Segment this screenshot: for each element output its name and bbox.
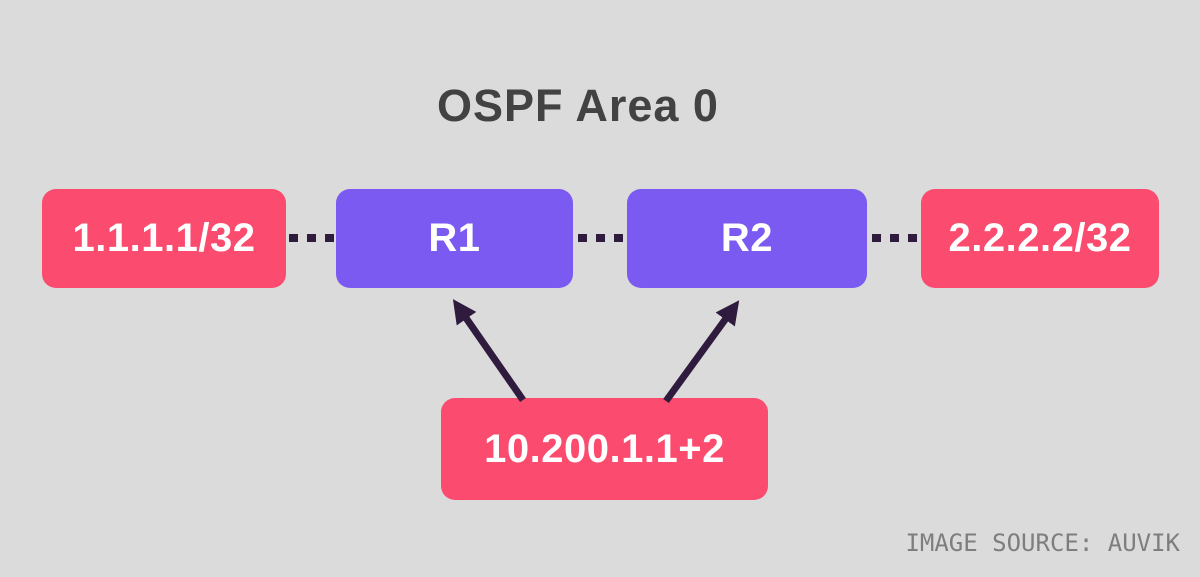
- node-loopback-2: 2.2.2.2/32: [921, 189, 1159, 288]
- node-loopback-1-label: 1.1.1.1/32: [72, 216, 256, 260]
- diagram-title: OSPF Area 0: [437, 80, 719, 131]
- node-loopback-2-label: 2.2.2.2/32: [948, 216, 1132, 260]
- node-router-r2-label: R2: [720, 216, 774, 260]
- node-subnet: 10.200.1.1+2: [441, 398, 768, 500]
- node-router-r1: R1: [336, 189, 573, 288]
- node-router-r2: R2: [627, 189, 867, 288]
- node-loopback-1: 1.1.1.1/32: [42, 189, 286, 288]
- image-source-credit: IMAGE SOURCE: AUVIK: [905, 529, 1180, 557]
- node-router-r1-label: R1: [428, 216, 481, 260]
- node-subnet-label: 10.200.1.1+2: [484, 426, 725, 471]
- arrow-subnet-to-r2: [663, 300, 740, 404]
- arrow-subnet-to-r1: [452, 299, 526, 402]
